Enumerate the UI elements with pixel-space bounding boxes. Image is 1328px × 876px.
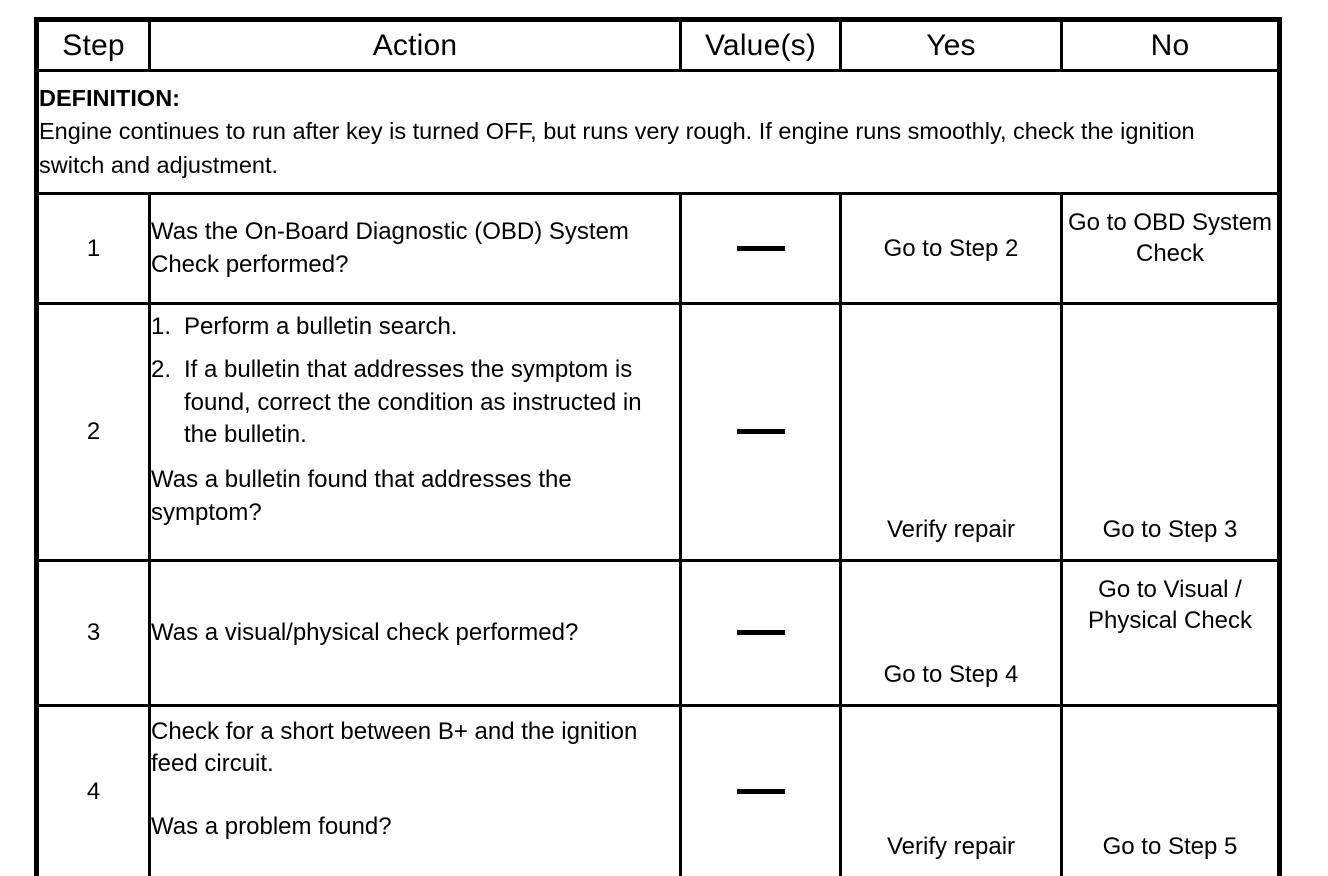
yes-cell: Verify repair [841,706,1062,876]
action-cell: Check for a short between B+ and the ign… [150,706,681,876]
definition-cell: DEFINITION: Engine continues to run afte… [37,71,1280,194]
header-row: Step Action Value(s) Yes No [37,20,1280,71]
table-row: 2 1. Perform a bulletin search. 2. If a … [37,304,1280,561]
definition-text: Engine continues to run after key is tur… [39,115,1219,182]
step-number: 2 [37,304,150,561]
yes-cell: Verify repair [841,304,1062,561]
action-cell: Was a visual/physical check performed? [150,561,681,706]
list-item-number: 1. [151,311,171,343]
yes-cell: Go to Step 4 [841,561,1062,706]
table-row: 4 Check for a short between B+ and the i… [37,706,1280,876]
em-dash-icon [737,429,785,434]
table-row: 3 Was a visual/physical check performed?… [37,561,1280,706]
step-number: 4 [37,706,150,876]
action-cell: Was the On-Board Diagnostic (OBD) System… [150,194,681,304]
list-item-text: Perform a bulletin search. [184,313,457,340]
no-cell: Go to Step 3 [1062,304,1280,561]
value-cell [681,561,841,706]
column-header-no: No [1062,20,1280,71]
em-dash-icon [737,246,785,251]
yes-cell: Go to Step 2 [841,194,1062,304]
step-number: 3 [37,561,150,706]
step-number: 1 [37,194,150,304]
action-list: 1. Perform a bulletin search. 2. If a bu… [151,311,679,452]
action-question: Was a problem found? [151,811,679,843]
value-cell [681,304,841,561]
table-header: Step Action Value(s) Yes No [37,20,1280,71]
action-text: Check for a short between B+ and the ign… [151,716,679,781]
column-header-values: Value(s) [681,20,841,71]
diagnostic-table-container: Step Action Value(s) Yes No DEFINITION: … [34,17,1277,833]
column-header-yes: Yes [841,20,1062,71]
no-cell: Go to OBD System Check [1062,194,1280,304]
value-cell [681,706,841,876]
definition-label: DEFINITION: [39,82,1277,115]
column-header-action: Action [150,20,681,71]
diagnostic-table: Step Action Value(s) Yes No DEFINITION: … [34,17,1282,876]
table-row: 1 Was the On-Board Diagnostic (OBD) Syst… [37,194,1280,304]
table-body: DEFINITION: Engine continues to run afte… [37,71,1280,876]
action-question: Was a bulletin found that addresses the … [151,464,679,529]
column-header-step: Step [37,20,150,71]
list-item-number: 2. [151,354,171,386]
list-item: 2. If a bulletin that addresses the symp… [151,354,679,451]
value-cell [681,194,841,304]
action-text: Was the On-Board Diagnostic (OBD) System… [151,216,679,281]
action-cell: 1. Perform a bulletin search. 2. If a bu… [150,304,681,561]
definition-row: DEFINITION: Engine continues to run afte… [37,71,1280,194]
em-dash-icon [737,789,785,794]
action-text: Was a visual/physical check performed? [151,617,679,649]
em-dash-icon [737,630,785,635]
no-cell: Go to Step 5 [1062,706,1280,876]
list-item-text: If a bulletin that addresses the symptom… [184,356,642,448]
list-item: 1. Perform a bulletin search. [151,311,679,343]
no-cell: Go to Visual / Physical Check [1062,561,1280,706]
